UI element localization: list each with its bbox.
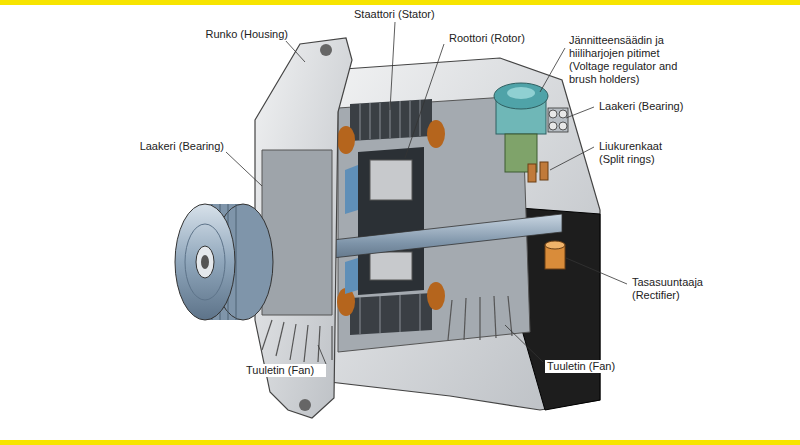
regulator-cap bbox=[494, 83, 548, 109]
mount-hole bbox=[299, 399, 311, 411]
stator-winding bbox=[427, 120, 445, 148]
claw-pole bbox=[345, 165, 358, 214]
part-label: Staattori (Stator) bbox=[352, 8, 457, 21]
bottom-bar bbox=[0, 440, 800, 445]
part-label: Tuuletin (Fan) bbox=[545, 360, 635, 373]
stator-core bbox=[350, 293, 432, 335]
part-label: Tasasuuntaaja (Rectifier) bbox=[630, 276, 720, 302]
slip-ring bbox=[528, 164, 536, 182]
voltage-regulator bbox=[494, 83, 548, 172]
part-label: Roottori (Rotor) bbox=[447, 32, 547, 45]
part-label: Liukurenkaat (Split rings) bbox=[597, 140, 679, 166]
pulley-face bbox=[175, 204, 235, 320]
part-label: Runko (Housing) bbox=[195, 28, 290, 41]
pulley-nut bbox=[201, 255, 209, 269]
front-fan bbox=[262, 320, 332, 362]
stator bbox=[337, 99, 445, 335]
rotor bbox=[345, 147, 424, 295]
part-label: Laakeri (Bearing) bbox=[597, 100, 707, 113]
claw-pole bbox=[345, 258, 358, 294]
rotor-body bbox=[358, 147, 424, 295]
rear-cover bbox=[520, 208, 600, 410]
stator-core bbox=[350, 99, 432, 141]
rectifier bbox=[545, 241, 565, 269]
slip-ring bbox=[540, 162, 548, 180]
pulley-hub bbox=[196, 246, 214, 278]
rectifier-diode bbox=[545, 241, 565, 249]
rear-fan bbox=[448, 296, 512, 340]
front-housing bbox=[255, 38, 352, 418]
pulley-face bbox=[185, 224, 225, 300]
top-bar bbox=[0, 0, 800, 5]
stator-winding bbox=[337, 126, 355, 154]
part-label: Laakeri (Bearing) bbox=[126, 140, 226, 153]
rotor-coil bbox=[370, 252, 412, 280]
stator-winding bbox=[427, 282, 445, 310]
rotor-coil bbox=[370, 160, 412, 200]
bearing bbox=[548, 108, 568, 132]
pulley bbox=[175, 204, 273, 320]
front-cutaway bbox=[262, 150, 332, 315]
mount-hole bbox=[320, 44, 332, 56]
part-label: Jännitteensäädin ja hiiliharjojen pitime… bbox=[567, 34, 702, 86]
regulator-cap bbox=[507, 87, 535, 99]
part-label: Tuuletin (Fan) bbox=[244, 364, 326, 377]
